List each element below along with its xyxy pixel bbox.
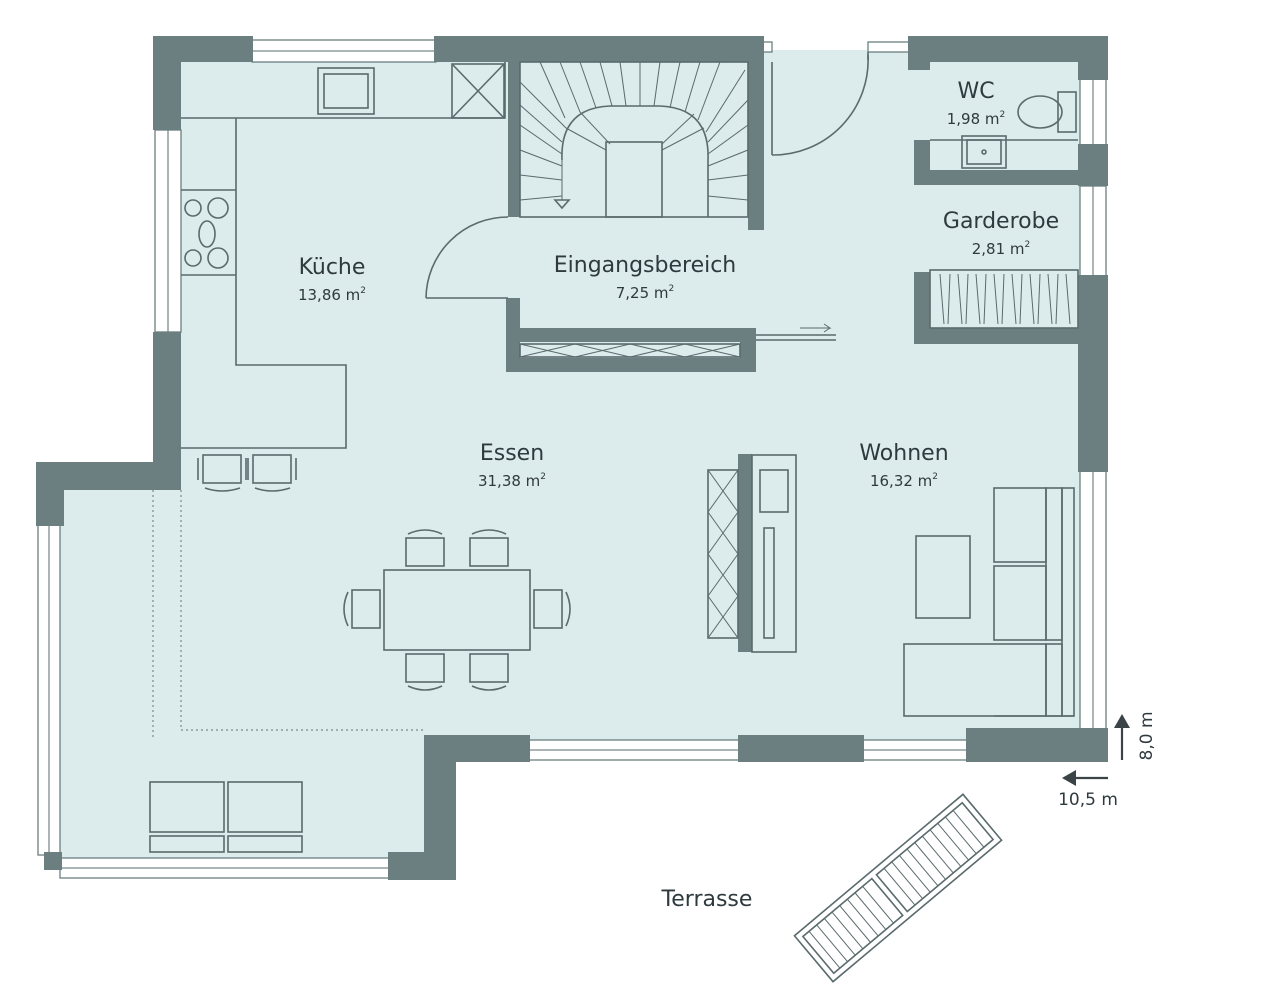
- dimension-depth: 8,0 m: [1137, 712, 1157, 761]
- wc-fixtures: [930, 91, 1078, 169]
- room-area-eingang: 7,25 m2: [616, 284, 675, 302]
- media-wall: [707, 454, 797, 653]
- garderobe-rack: [929, 269, 1079, 329]
- main-floor: [180, 50, 1080, 760]
- walls: [36, 36, 1108, 880]
- room-name-eingang: Eingangsbereich: [554, 253, 737, 278]
- room-name-garderobe: Garderobe: [943, 209, 1059, 234]
- dining-set: [343, 529, 571, 691]
- room-name-essen: Essen: [480, 441, 544, 466]
- staircase: [519, 61, 749, 218]
- dimension-arrows: [1062, 714, 1130, 786]
- room-area-essen: 31,38 m2: [478, 472, 546, 490]
- arrow-left-icon: [1062, 770, 1076, 786]
- dimension-width: 10,5 m: [1058, 790, 1118, 810]
- covered-area-outline: [152, 490, 424, 740]
- room-area-wohnen: 16,32 m2: [870, 472, 938, 490]
- room-name-wc: WC: [957, 79, 994, 104]
- area-name-terrasse: Terrasse: [661, 887, 753, 912]
- labels: Küche 13,86 m2 Eingangsbereich 7,25 m2 W…: [298, 79, 1157, 912]
- kitchen-furniture: [181, 62, 506, 492]
- room-area-garderobe: 2,81 m2: [972, 240, 1031, 258]
- covered-terrace-floor: [60, 490, 430, 868]
- arrow-up-icon: [1114, 714, 1130, 728]
- room-name-kueche: Küche: [299, 255, 366, 280]
- room-area-kueche: 13,86 m2: [298, 286, 366, 304]
- doors: [425, 52, 869, 341]
- entrance-cabinet: [519, 343, 741, 358]
- room-area-wc: 1,98 m2: [947, 110, 1006, 128]
- outdoor-furniture: [149, 781, 1003, 983]
- living-furniture: [903, 487, 1075, 717]
- room-name-wohnen: Wohnen: [859, 441, 948, 466]
